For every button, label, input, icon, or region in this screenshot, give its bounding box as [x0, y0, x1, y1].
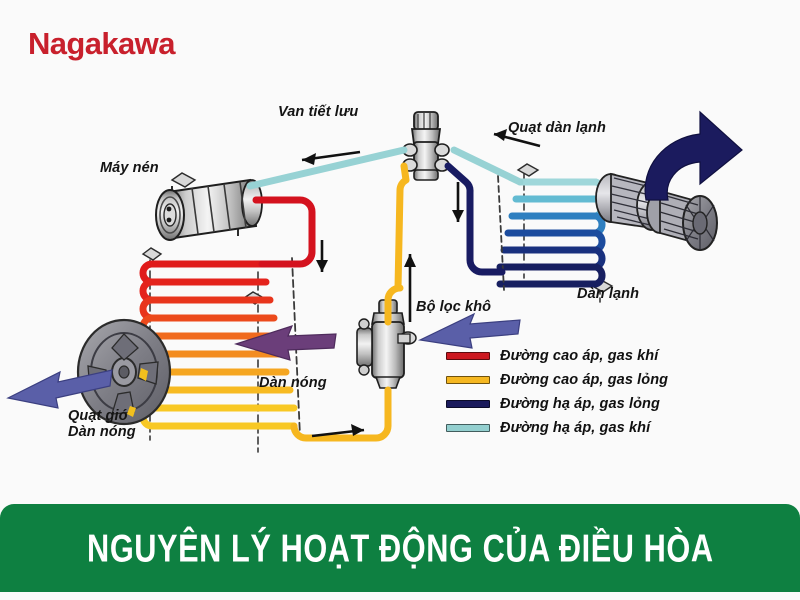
label-evaporator-fan: Quạt dàn lạnh	[508, 120, 606, 136]
flow-arrows	[301, 129, 541, 438]
condenser-fan	[76, 318, 172, 426]
label-condenser: Dàn nóng	[259, 375, 327, 391]
pipe-high-pressure-gas	[252, 196, 316, 268]
evaporator-blower	[595, 172, 718, 251]
legend-item: Đường cao áp, gas khí	[446, 344, 746, 368]
expansion-valve	[402, 111, 450, 181]
legend-label: Đường cao áp, gas khí	[500, 348, 659, 364]
cold-air-arrow	[644, 110, 743, 201]
label-condenser-fan: Quạt gió Dàn nóng	[68, 408, 136, 441]
banner-title: NGUYÊN LÝ HOẠT ĐỘNG CỦA ĐIỀU HÒA	[86, 525, 714, 570]
pipe-low-pressure-liquid	[444, 162, 506, 276]
title-banner: NGUYÊN LÝ HOẠT ĐỘNG CỦA ĐIỀU HÒA	[0, 504, 800, 592]
legend-label: Đường hạ áp, gas lỏng	[500, 396, 660, 412]
legend-swatch-low-pressure-gas	[446, 424, 490, 432]
legend: Đường cao áp, gas khí Đường cao áp, gas …	[446, 344, 746, 440]
legend-label: Đường cao áp, gas lỏng	[500, 372, 669, 388]
brand-logo: Nagakawa	[28, 26, 175, 61]
legend-label: Đường hạ áp, gas khí	[500, 420, 651, 436]
legend-item: Đường cao áp, gas lỏng	[446, 368, 746, 392]
label-expansion-valve: Van tiết lưu	[278, 104, 359, 120]
label-receiver-drier: Bộ lọc khô	[416, 299, 492, 315]
pipe-high-pressure-liquid	[290, 162, 410, 442]
legend-item: Đường hạ áp, gas khí	[446, 416, 746, 440]
pipe-low-pressure-gas	[246, 146, 524, 190]
legend-swatch-high-pressure-gas	[446, 352, 490, 360]
legend-swatch-high-pressure-liquid	[446, 376, 490, 384]
evaporator-airflow-arrow	[417, 312, 521, 349]
condenser-airflow-arrow	[6, 369, 113, 409]
legend-swatch-low-pressure-liquid	[446, 400, 490, 408]
compressor	[155, 172, 263, 241]
label-evaporator: Dàn lạnh	[577, 286, 640, 302]
legend-item: Đường hạ áp, gas lỏng	[446, 392, 746, 416]
evaporator-coil	[496, 163, 614, 303]
label-compressor: Máy nén	[100, 160, 159, 176]
condenser-exhaust-arrow	[233, 325, 337, 361]
ac-cycle-diagram: Van tiết lưu Máy nén Quạt dàn lạnh Dàn l…	[0, 72, 800, 492]
